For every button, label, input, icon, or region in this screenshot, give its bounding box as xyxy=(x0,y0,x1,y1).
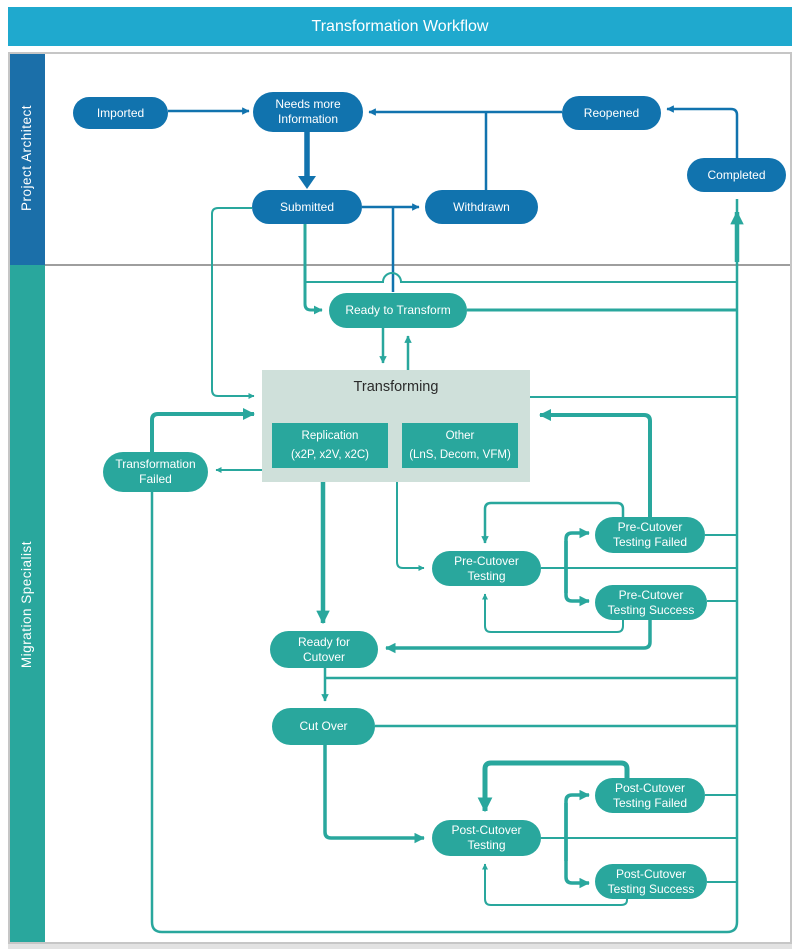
edge-prefailed-to-transforming xyxy=(539,409,652,517)
node-post-cutover-testing: Post-Cutover Testing xyxy=(432,820,541,856)
edge-postsuccess-loop-to-testing xyxy=(482,863,628,906)
edge-precutover-split-to-success xyxy=(564,541,590,607)
node-needs-more-information: Needs more Information xyxy=(253,92,363,132)
edge-transformationfailed-to-transforming xyxy=(150,408,255,452)
lane-migration-specialist: Migration Specialist xyxy=(8,265,45,944)
node-pre-cutover-testing-failed: Pre-Cutover Testing Failed xyxy=(595,517,705,553)
edge-postcutover-split-to-success xyxy=(564,803,590,889)
edge-precutover-split-to-failed xyxy=(564,527,590,593)
edge-branch-to-right-bus-with-hop xyxy=(305,272,737,283)
edge-transforming-to-precutovertesting xyxy=(396,482,425,571)
node-withdrawn: Withdrawn xyxy=(425,190,538,224)
transforming-title: Transforming xyxy=(353,379,439,395)
node-pre-cutover-testing-success: Pre-Cutover Testing Success xyxy=(595,585,707,620)
edge-submitted-to-transforming-left xyxy=(211,207,255,399)
node-completed: Completed xyxy=(687,158,786,192)
edge-completed-to-reopened xyxy=(666,105,739,158)
node-submitted: Submitted xyxy=(252,190,362,224)
replication-box: Replication (x2P, x2V, x2C) xyxy=(272,423,388,468)
edge-presuccess-loop-to-testing xyxy=(482,593,624,633)
lane-divider xyxy=(45,264,790,266)
diagram-title-bar: Transformation Workflow xyxy=(8,7,792,46)
node-post-cutover-testing-success: Post-Cutover Testing Success xyxy=(595,864,707,899)
transforming-group: Transforming Replication (x2P, x2V, x2C)… xyxy=(262,370,530,482)
edge-prefailed-loop-to-testing xyxy=(481,501,625,544)
lane-project-architect: Project Architect xyxy=(8,52,45,265)
node-pre-cutover-testing: Pre-Cutover Testing xyxy=(432,551,541,586)
arrowhead-needsmore-to-submitted xyxy=(298,176,316,189)
node-transformation-failed: Transformation Failed xyxy=(103,452,208,492)
edge-cutover-to-postcutovertesting xyxy=(323,745,425,844)
node-ready-to-transform: Ready to Transform xyxy=(329,293,467,328)
node-ready-for-cutover: Ready for Cutover xyxy=(270,631,378,668)
edge-postfailed-loop-to-testing xyxy=(477,760,630,813)
edge-right-bus-and-bottom-loop xyxy=(150,199,739,934)
bottom-strip xyxy=(8,944,792,949)
node-cut-over: Cut Over xyxy=(272,708,375,745)
edge-submitted-to-readytransform xyxy=(303,224,323,315)
node-post-cutover-testing-failed: Post-Cutover Testing Failed xyxy=(595,778,705,813)
diagram-title: Transformation Workflow xyxy=(311,17,489,35)
other-box: Other (LnS, Decom, VFM) xyxy=(402,423,518,468)
edge-presuccess-to-readyforcutover xyxy=(385,620,652,654)
node-reopened: Reopened xyxy=(562,96,661,130)
edge-postcutover-split-to-failed xyxy=(564,789,590,861)
node-imported: Imported xyxy=(73,97,168,129)
